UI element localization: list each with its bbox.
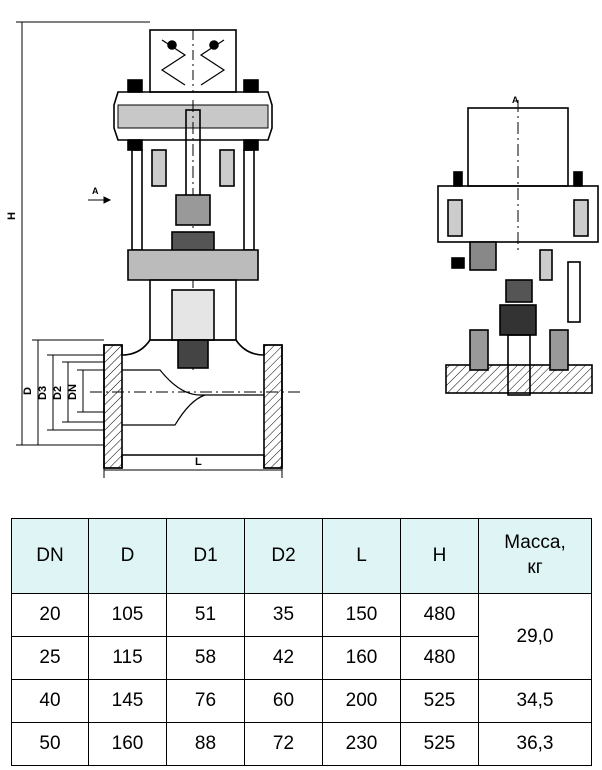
cell: 35 [244, 593, 323, 637]
cell: 72 [244, 722, 323, 766]
cell: 150 [322, 593, 401, 637]
table-header-row: DN D D1 D2 L H Масса, кг [11, 518, 592, 594]
header-mass: Масса, кг [478, 518, 592, 594]
cell: 200 [322, 679, 401, 723]
table-row: 50 160 88 72 230 525 36,3 [11, 722, 592, 766]
cell-mass: 36,3 [478, 722, 592, 766]
cell: 51 [166, 593, 245, 637]
cell: 145 [88, 679, 167, 723]
cell: 20 [11, 593, 89, 637]
label-view-a-title: A [512, 95, 519, 105]
column-left [131, 149, 143, 251]
cell: 76 [166, 679, 245, 723]
cell: 50 [11, 722, 89, 766]
cell: 115 [88, 636, 167, 680]
label-height: H [6, 212, 18, 220]
cell: 42 [244, 636, 323, 680]
cell-mass: 34,5 [478, 679, 592, 723]
label-diameter-2: D2 [52, 386, 64, 400]
cell: 105 [88, 593, 167, 637]
valve-technical-drawing: H D D3 D2 DN L A A [6, 21, 599, 478]
specification-table: DN D D1 D2 L H Масса, кг 20 105 51 35 15… [11, 518, 592, 766]
table-row: 40 145 76 60 200 525 34,5 [11, 679, 592, 723]
header-dn: DN [11, 518, 89, 594]
label-view-arrow: A [92, 186, 99, 196]
column-right [243, 149, 255, 251]
header-d: D [88, 518, 167, 594]
cell: 160 [88, 722, 167, 766]
cell: 40 [11, 679, 89, 723]
cell: 230 [322, 722, 401, 766]
header-l: L [322, 518, 401, 594]
cell: 58 [166, 636, 245, 680]
label-diameter-3: D3 [37, 386, 49, 400]
cell: 480 [400, 636, 479, 680]
view-a-drawing [437, 100, 599, 396]
label-diameter: D [22, 387, 34, 395]
diaphragm-chamber [113, 91, 273, 141]
cell: 25 [11, 636, 89, 680]
cell: 88 [166, 722, 245, 766]
header-d1: D1 [166, 518, 245, 594]
cell: 525 [400, 722, 479, 766]
table-row: 20 105 51 35 150 480 29,0 [11, 593, 592, 680]
cell: 480 [400, 593, 479, 637]
table-row: 25 115 58 42 160 480 [11, 636, 592, 680]
label-nominal-diameter: DN [67, 384, 79, 400]
header-h: H [400, 518, 479, 594]
header-d2: D2 [244, 518, 323, 594]
cell: 160 [322, 636, 401, 680]
cell: 525 [400, 679, 479, 723]
cell: 60 [244, 679, 323, 723]
cell-mass: 29,0 [478, 593, 592, 680]
label-length: L [195, 456, 202, 468]
